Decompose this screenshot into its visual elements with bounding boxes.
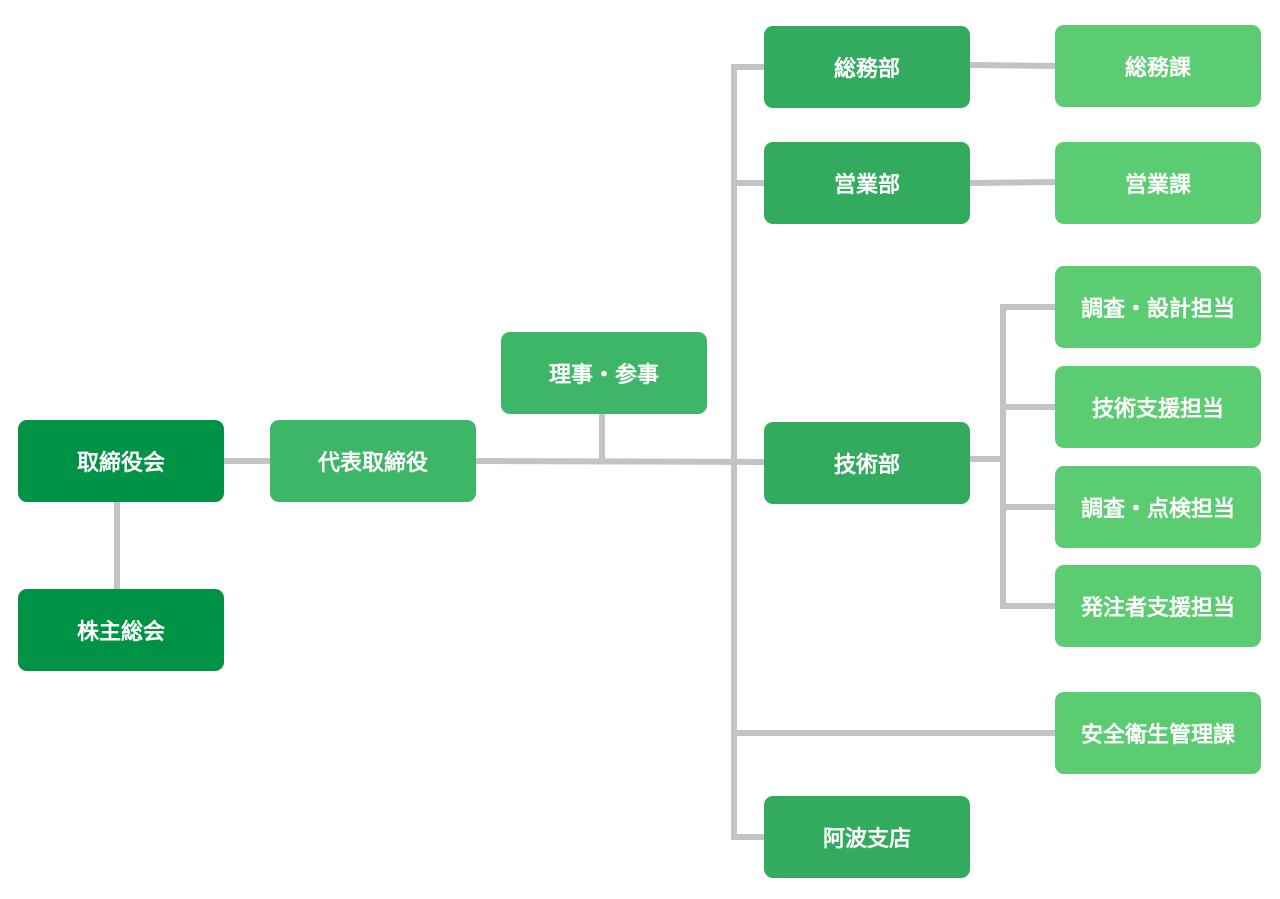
node-general-affairs-dept: 総務部 bbox=[764, 26, 970, 108]
node-label: 営業課 bbox=[1124, 173, 1191, 198]
node-label: 安全衛生管理課 bbox=[1080, 723, 1235, 748]
node-survey-inspection: 調査・点検担当 bbox=[1055, 466, 1261, 548]
node-safety-health-section: 安全衛生管理課 bbox=[1055, 692, 1261, 774]
connector-sales-section bbox=[969, 179, 1056, 186]
node-sales-section: 営業課 bbox=[1055, 142, 1261, 224]
node-label: 阿波支店 bbox=[822, 827, 911, 852]
node-label: 発注者支援担当 bbox=[1080, 596, 1235, 621]
node-client-support: 発注者支援担当 bbox=[1055, 565, 1261, 647]
connector-general-affairs-section bbox=[969, 62, 1056, 69]
node-representative-director: 代表取締役 bbox=[270, 420, 476, 502]
node-tech-support: 技術支援担当 bbox=[1055, 366, 1261, 448]
node-awa-branch: 阿波支店 bbox=[764, 796, 970, 878]
node-shareholders-meeting: 株主総会 bbox=[18, 589, 224, 671]
connector-ceo-trunk bbox=[475, 458, 765, 465]
node-label: 総務課 bbox=[1124, 56, 1191, 81]
node-label: 総務部 bbox=[833, 57, 900, 82]
node-label: 理事・参事 bbox=[548, 363, 659, 388]
node-label: 代表取締役 bbox=[317, 451, 428, 476]
node-technical-dept: 技術部 bbox=[764, 422, 970, 504]
node-general-affairs-section: 総務課 bbox=[1055, 25, 1261, 107]
node-label: 調査・設計担当 bbox=[1080, 297, 1235, 322]
node-label: 株主総会 bbox=[76, 620, 165, 645]
node-label: 営業部 bbox=[833, 173, 900, 198]
node-directors-counselors: 理事・参事 bbox=[501, 332, 707, 414]
node-label: 技術部 bbox=[833, 453, 900, 478]
node-label: 技術支援担当 bbox=[1091, 397, 1224, 422]
node-board-of-directors: 取締役会 bbox=[18, 420, 224, 502]
node-label: 調査・点検担当 bbox=[1080, 497, 1235, 522]
node-label: 取締役会 bbox=[76, 451, 165, 476]
node-survey-design: 調査・設計担当 bbox=[1055, 266, 1261, 348]
node-sales-dept: 営業部 bbox=[764, 142, 970, 224]
